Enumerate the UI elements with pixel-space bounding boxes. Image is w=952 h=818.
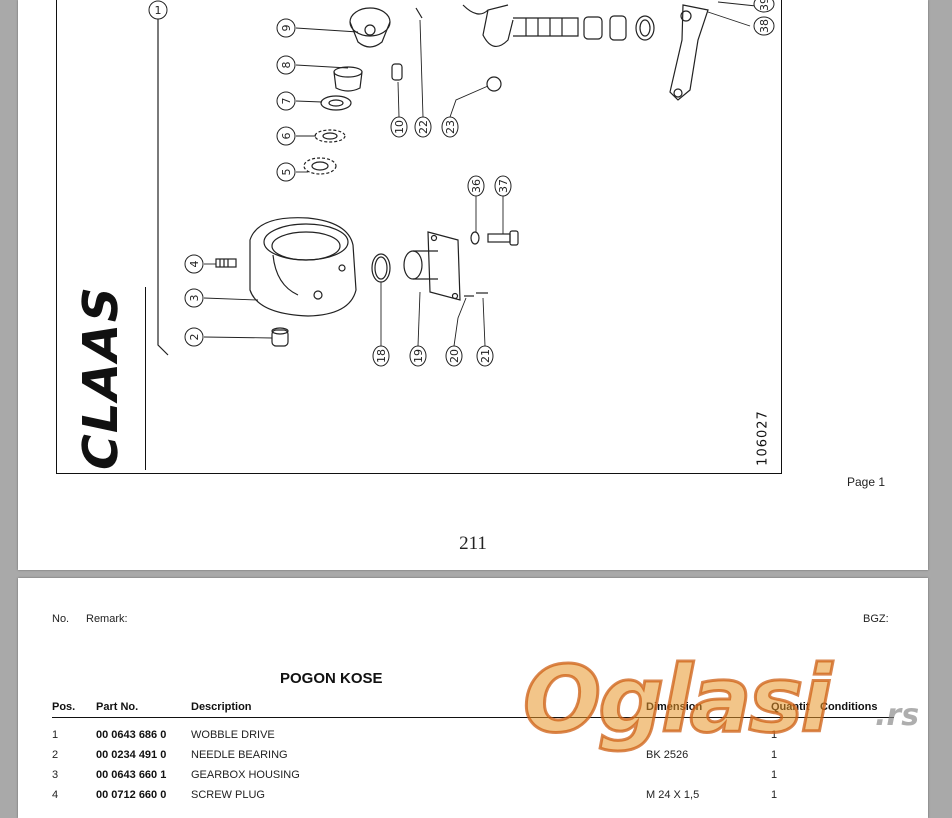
callout-22: 22	[417, 120, 430, 134]
col-description: Description	[191, 701, 252, 713]
cell-description: GEARBOX HOUSING	[191, 769, 300, 781]
part-4-screw-plug	[215, 258, 237, 268]
col-pos: Pos.	[52, 701, 76, 713]
table-row: 3 00 0643 660 1 GEARBOX HOUSING 1	[52, 767, 894, 787]
part-3-gearbox-housing	[249, 217, 357, 317]
table-header: Pos. Part No. Description Dimension Quan…	[52, 699, 894, 718]
callout-7: 7	[280, 98, 293, 105]
callouts	[148, 0, 775, 367]
cell-part-no: 00 0234 491 0	[96, 749, 167, 761]
leader-line	[157, 10, 169, 356]
cell-quantity: 1	[771, 789, 778, 801]
cell-quantity: 1	[771, 769, 778, 781]
cell-part-no: 00 0643 686 0	[96, 729, 167, 741]
callout-20: 20	[448, 349, 461, 363]
part-9-housing	[349, 7, 391, 48]
header-no: No.	[52, 613, 70, 625]
callout-labels: 1 9 8 7 6 5 4 3 2 10 22 23 36 37 18 19 2…	[155, 0, 772, 363]
callout-6: 6	[280, 133, 293, 140]
cell-pos: 1	[52, 729, 59, 741]
callout-leaders	[203, 1, 757, 347]
callout-23: 23	[444, 120, 457, 134]
cell-part-no: 00 0643 660 1	[96, 769, 167, 781]
parts-list-title: POGON KOSE	[280, 670, 383, 687]
cell-description: WOBBLE DRIVE	[191, 729, 275, 741]
part-7-bearing	[320, 95, 352, 111]
callout-4: 4	[188, 261, 201, 268]
part-23-ball	[486, 76, 502, 92]
table-row: 2 00 0234 491 0 NEEDLE BEARING BK 2526 1	[52, 747, 894, 767]
part-36-washer	[470, 231, 480, 245]
col-dimension: Dimension	[646, 701, 703, 713]
callout-1: 1	[155, 4, 162, 17]
drawing-page: CLAAS 106027	[18, 0, 928, 570]
part-2-needle-bearing	[271, 327, 289, 347]
part-19-flange	[403, 231, 461, 301]
brand-panel	[57, 287, 146, 470]
cell-description: SCREW PLUG	[191, 789, 265, 801]
cell-dimension: BK 2526	[646, 749, 689, 761]
part-20-21-screws	[464, 292, 488, 297]
col-quantity: Quantit	[771, 701, 810, 713]
part-5-nut	[303, 157, 337, 175]
callout-37: 37	[497, 179, 510, 193]
page-number: 211	[459, 533, 487, 554]
callout-5: 5	[280, 169, 293, 176]
cell-pos: 3	[52, 769, 59, 781]
part-22-screw	[415, 7, 423, 19]
part-6-washer	[314, 129, 346, 143]
part-37-bolt	[487, 230, 519, 246]
exploded-parts-diagram: 1 9 8 7 6 5 4 3 2 10 22 23 36 37 18 19 2…	[148, 0, 775, 367]
cell-quantity: 1	[771, 749, 778, 761]
callout-38: 38	[758, 19, 771, 33]
drawing-frame: CLAAS 106027	[56, 0, 782, 476]
part-10-pin	[391, 63, 403, 81]
cell-part-no: 00 0712 660 0	[96, 789, 167, 801]
callout-18: 18	[375, 349, 388, 363]
part-18-o-ring	[371, 253, 391, 283]
callout-21: 21	[479, 349, 492, 363]
callout-39: 39	[758, 0, 771, 11]
col-conditions: Conditions	[820, 701, 878, 713]
callout-36: 36	[470, 179, 483, 193]
header-remark: Remark:	[86, 613, 128, 625]
callout-3: 3	[188, 295, 201, 302]
col-part-no: Part No.	[96, 701, 139, 713]
part-8-sleeve	[333, 66, 363, 92]
cell-pos: 2	[52, 749, 59, 761]
table-row: 1 00 0643 686 0 WOBBLE DRIVE 1	[52, 727, 894, 747]
page-label: Page 1	[847, 475, 886, 489]
shaft-yoke	[462, 4, 655, 47]
callout-8: 8	[280, 62, 293, 69]
cell-dimension: M 24 X 1,5	[646, 789, 700, 801]
callout-9: 9	[280, 25, 293, 32]
cell-description: NEEDLE BEARING	[191, 749, 288, 761]
header-bgz: BGZ:	[863, 613, 889, 625]
cell-pos: 4	[52, 789, 59, 801]
cell-quantity: 1	[771, 729, 778, 741]
parts-list-page: No. Remark: BGZ: POGON KOSE Pos. Part No…	[18, 578, 928, 818]
callout-19: 19	[412, 349, 425, 363]
callout-2: 2	[188, 334, 201, 341]
table-row: 4 00 0712 660 0 SCREW PLUG M 24 X 1,5 1	[52, 787, 894, 807]
callout-10: 10	[393, 120, 406, 134]
part-38-lever	[669, 4, 709, 101]
